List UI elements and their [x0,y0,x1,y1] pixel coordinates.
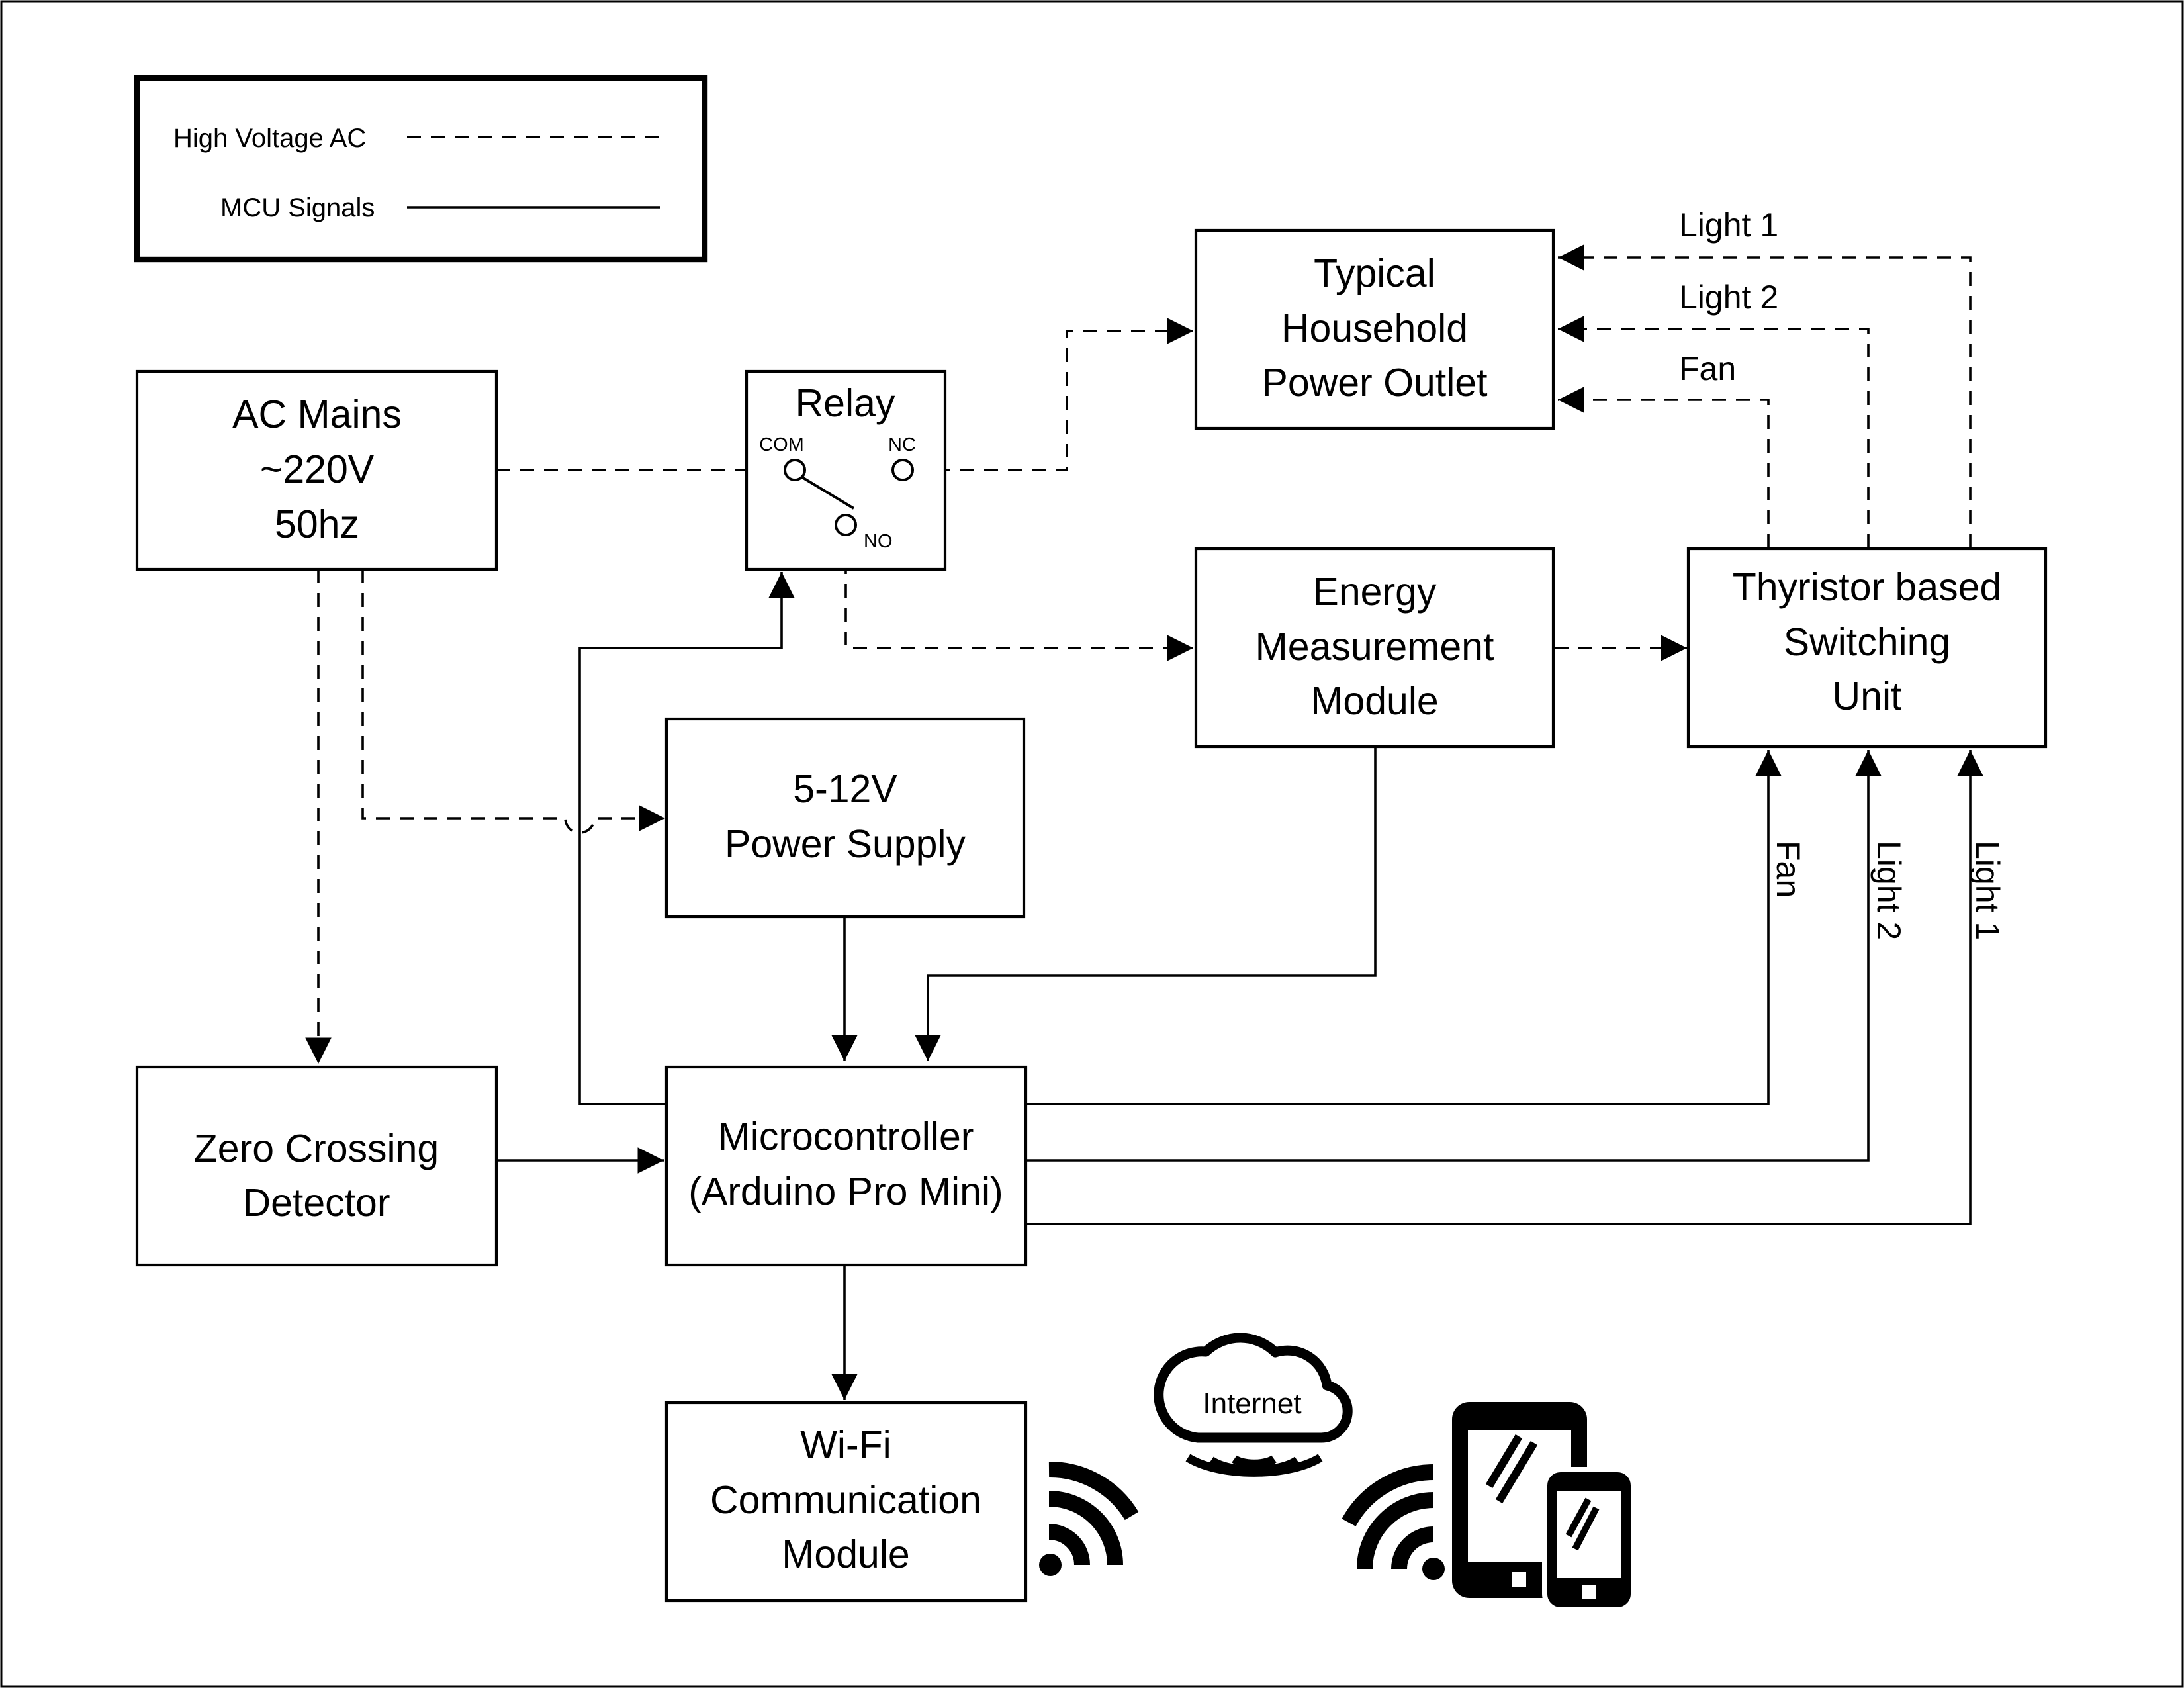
legend-high-voltage-label: High Voltage AC [173,124,366,153]
outlet-box [1194,228,1555,430]
relay-nc-label: NC [888,434,916,455]
ctrl-fan-label: Fan [1770,841,1807,898]
relay-switch-arm [801,476,855,510]
zero-crossing-box [135,1065,498,1267]
energy-box [1194,547,1555,749]
outlet-line-3: Power Outlet [1261,361,1487,404]
thyristor-line-1: Thyristor based [1733,565,2002,609]
mcu-line-1: Microcontroller [718,1115,974,1158]
legend: High Voltage AC MCU Signals [134,75,708,263]
outlet-light2-label: Light 2 [1679,279,1778,316]
outlet-line-2: Household [1281,306,1468,350]
power-supply-line-2: Power Supply [725,822,966,866]
mcu-line-2: (Arduino Pro Mini) [688,1170,1003,1213]
mobile-wifi-signal-icon [1342,1464,1445,1580]
outlet-light1-label: Light 1 [1679,207,1778,244]
relay-no-to-energy-line [844,536,1193,661]
relay-no-terminal [835,514,857,536]
relay-nc-to-outlet-line [913,318,1193,471]
mcu-to-relay-line [578,572,795,1105]
zero-crossing-line-1: Zero Crossing [194,1127,439,1170]
relay-com-terminal [784,459,806,481]
smartphone-icon [1542,1467,1636,1613]
outlet-block: Typical Household Power Outlet [1194,228,1555,430]
wifi-line-3: Module [782,1532,910,1576]
ac-mains-line-3: 50hz [275,502,359,546]
relay-block: Relay COM NC NO [745,369,947,571]
relay-com-label: COM [759,434,804,455]
wifi-signal-icon [1039,1461,1139,1576]
thyristor-box [1686,547,2048,749]
relay-no-label: NO [864,531,893,552]
mcu-block: Microcontroller (Arduino Pro Mini) [664,1065,1028,1267]
thyristor-to-outlet-light1-line [1558,244,1972,548]
wifi-line-1: Wi-Fi [800,1423,891,1467]
thyristor-line-3: Unit [1833,675,1902,718]
wifi-box [664,1401,1028,1603]
mcu-box [664,1065,1028,1267]
ctrl-light2-label: Light 2 [1870,841,1907,940]
ac-mains-to-power-supply-line [361,569,665,834]
wifi-line-2: Communication [710,1478,981,1522]
relay-nc-terminal [891,459,914,481]
thyristor-to-outlet-fan-line [1558,387,1770,548]
legend-mcu-signals-label: MCU Signals [220,193,375,222]
zero-crossing-block: Zero Crossing Detector [135,1065,498,1267]
thyristor-to-outlet-light2-line [1558,316,1870,548]
legend-box [134,75,708,263]
energy-to-mcu-line [915,748,1377,1061]
zero-crossing-line-2: Detector [243,1181,390,1225]
cloud-icon: Internet [1154,1333,1353,1477]
mcu-to-thyristor-light2-line [1026,750,1882,1162]
mcu-to-thyristor-light1-line [1026,750,1983,1225]
power-supply-block: 5-12V Power Supply [664,717,1026,919]
energy-line-1: Energy [1313,570,1437,614]
outlet-line-1: Typical [1314,252,1435,295]
wifi-block: Wi-Fi Communication Module [664,1401,1028,1603]
relay-title: Relay [796,381,895,425]
outlet-fan-label: Fan [1679,350,1736,387]
energy-line-2: Measurement [1255,625,1494,669]
ac-mains-box [135,369,498,571]
energy-block: Energy Measurement Module [1194,547,1555,749]
thyristor-block: Thyristor based Switching Unit [1686,547,2048,749]
mcu-to-thyristor-fan-line [1026,750,1782,1105]
ctrl-light1-label: Light 1 [1969,841,2006,940]
ac-mains-line-1: AC Mains [232,393,402,436]
power-supply-box [664,717,1026,919]
ac-mains-line-2: ~220V [260,447,375,491]
cloud-label: Internet [1203,1387,1301,1420]
energy-line-3: Module [1310,679,1439,723]
power-supply-line-1: 5-12V [793,767,897,811]
ac-mains-block: AC Mains ~220V 50hz [135,369,498,571]
thyristor-line-2: Switching [1784,620,1951,664]
